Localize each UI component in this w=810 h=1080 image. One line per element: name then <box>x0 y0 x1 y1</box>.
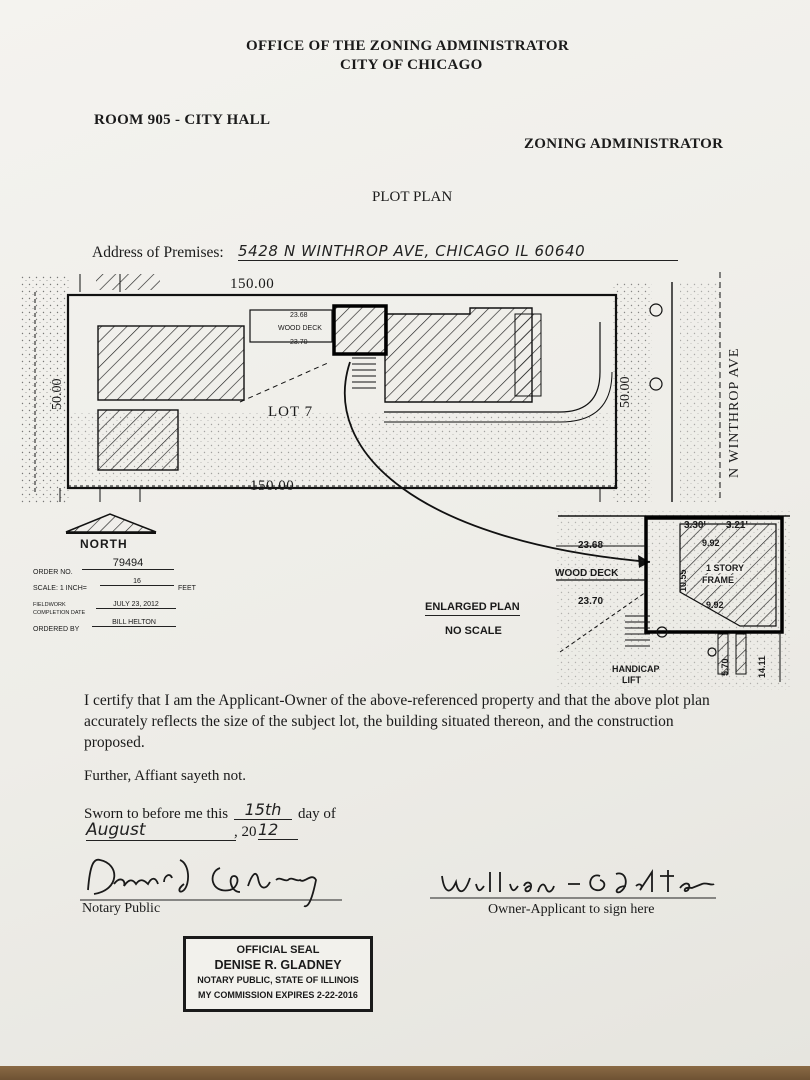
notary-label: Notary Public <box>82 901 161 916</box>
scale-value: 16 <box>100 578 174 586</box>
year-value: 12 <box>258 820 298 840</box>
top-dimension: 150.00 <box>230 276 275 292</box>
owner-label: Owner-Applicant to sign here <box>488 902 655 917</box>
enlarged-dim-2368: 23.68 <box>578 540 604 551</box>
seal-line4: MY COMMISSION EXPIRES 2-22-2016 <box>198 990 358 1000</box>
enlarged-dim-1411: 14.11 <box>757 655 767 678</box>
fieldwork-date: JULY 23, 2012 <box>96 601 176 609</box>
certification-text: I certify that I am the Applicant-Owner … <box>84 692 710 751</box>
year-prefix: , 20 <box>234 824 257 840</box>
owner-signature <box>430 869 716 899</box>
doc-title: PLOT PLAN <box>372 189 453 205</box>
fieldwork-label: FIELDWORK COMPLETION DATE <box>33 602 86 616</box>
enlarged-plan-title: ENLARGED PLAN <box>425 601 520 616</box>
order-no: 79494 <box>82 557 174 570</box>
table-surface <box>0 1066 810 1080</box>
enlarged-lift: LIFT <box>622 675 641 685</box>
scale-label: SCALE: 1 INCH= <box>33 585 87 592</box>
wood-deck-label: WOOD DECK <box>278 325 322 332</box>
enlarged-dim-992-top: 9.92 <box>702 538 720 548</box>
sworn-day-suffix: day of <box>298 806 336 822</box>
sworn-month: August <box>86 820 236 841</box>
enlarged-dim-1055: 10.55 <box>678 569 688 592</box>
dim-2368-small: 23.68 <box>290 312 308 319</box>
ordered-by: BILL HELTON <box>92 619 176 627</box>
seal-line2: DENISE R. GLADNEY <box>214 958 342 972</box>
enlarged-dim-570: 5.70 <box>720 658 730 676</box>
lot-label: LOT 7 <box>268 404 314 420</box>
room-label: ROOM 905 - CITY HALL <box>94 112 271 128</box>
enlarged-dim-321: 3.21' <box>726 520 748 531</box>
left-dimension: 50.00 <box>50 378 65 411</box>
sworn-day: 15th <box>234 800 292 820</box>
enlarged-handicap: HANDICAP <box>612 664 660 674</box>
ordered-by-label: ORDERED BY <box>33 626 80 633</box>
bottom-dimension: 150.00 <box>250 478 295 494</box>
order-no-label: ORDER NO. <box>33 569 73 576</box>
enlarged-story: 1 STORY <box>706 563 745 573</box>
plot-plan-drawing <box>20 272 790 690</box>
right-dimension: 50.00 <box>618 376 633 409</box>
enlarged-wood-deck: WOOD DECK <box>555 568 619 579</box>
notary-signature <box>80 858 342 908</box>
administrator-label: ZONING ADMINISTRATOR <box>524 136 724 152</box>
scale-unit: FEET <box>178 585 196 592</box>
city-title: CITY OF CHICAGO <box>340 57 483 73</box>
enlarged-frame: FRAME <box>702 575 734 585</box>
address-value: 5428 N WINTHROP AVE, CHICAGO IL 60640 <box>238 242 678 261</box>
seal-line1: OFFICIAL SEAL <box>236 944 320 956</box>
enlarged-dim-992-bottom: 9.92 <box>706 600 724 610</box>
enlarged-dim-2370: 23.70 <box>578 596 604 607</box>
dim-2370-small: 23.70 <box>290 339 308 346</box>
north-label: NORTH <box>80 537 128 551</box>
street-name: N WINTHROP AVE <box>727 347 742 478</box>
office-title: OFFICE OF THE ZONING ADMINISTRATOR <box>246 38 570 54</box>
enlarged-no-scale: NO SCALE <box>445 625 502 637</box>
enlarged-dim-330: 3.30' <box>684 520 706 531</box>
address-label: Address of Premises: <box>92 244 224 261</box>
affiant-text: Further, Affiant sayeth not. <box>84 768 247 784</box>
sworn-prefix: Sworn to before me this <box>84 806 229 822</box>
seal-line3: NOTARY PUBLIC, STATE OF ILLINOIS <box>197 975 359 985</box>
official-seal-stamp: OFFICIAL SEAL DENISE R. GLADNEY NOTARY P… <box>183 936 373 1012</box>
